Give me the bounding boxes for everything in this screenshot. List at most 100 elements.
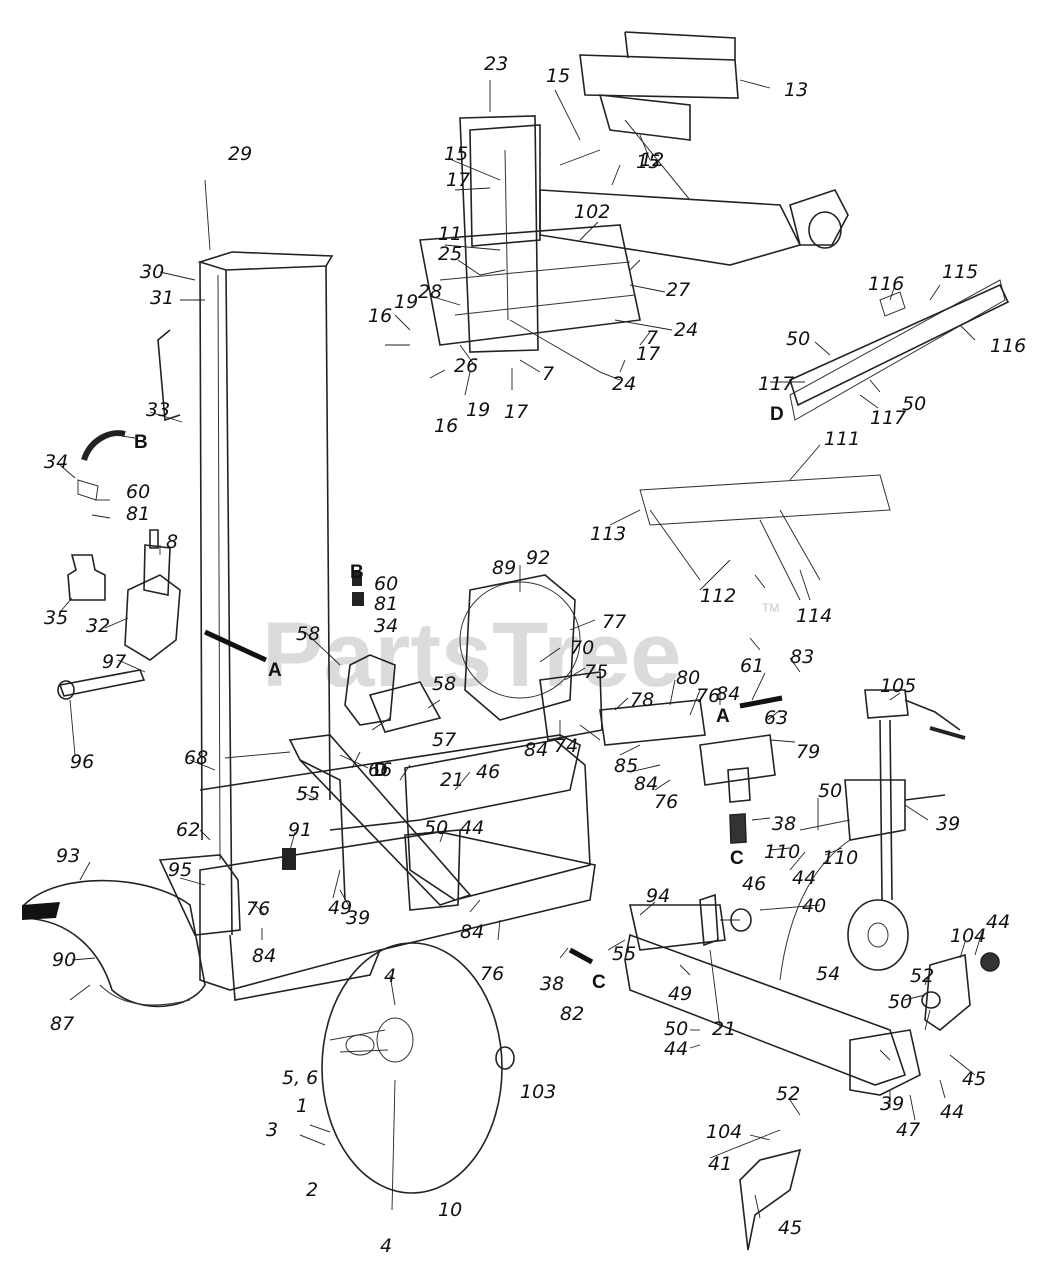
part-number-label: 55 xyxy=(612,943,636,965)
part-number-label: 90 xyxy=(52,949,76,971)
part-number-label: 38 xyxy=(540,973,564,995)
part-number-label: 62 xyxy=(176,819,200,841)
part-number-label: 61 xyxy=(740,655,764,677)
wheel xyxy=(299,942,515,1211)
part-number-label: 60 xyxy=(374,573,398,595)
part-number-label: 81 xyxy=(126,503,150,525)
part-number-label: 10 xyxy=(438,1199,462,1221)
part-number-label: 2 xyxy=(306,1179,318,1201)
part-number-label: 33 xyxy=(146,399,170,421)
fender xyxy=(22,879,206,1008)
part-number-label: 104 xyxy=(950,925,986,947)
part-number-label: 117 xyxy=(758,373,794,395)
part-number-label: 60 xyxy=(126,481,150,503)
upper-arm xyxy=(789,283,1010,407)
part-number-label: 30 xyxy=(140,261,164,283)
part-number-label: 45 xyxy=(962,1068,986,1090)
tow-tongue xyxy=(624,893,1000,1251)
part-number-label: 17 xyxy=(636,343,660,365)
part-number-label: 1 xyxy=(296,1095,308,1117)
part-number-label: 46 xyxy=(742,873,766,895)
part-number-label: 113 xyxy=(590,523,626,545)
part-number-label: 21 xyxy=(712,1018,736,1040)
part-number-label: 84 xyxy=(716,683,740,705)
part-number-label: 39 xyxy=(346,907,370,929)
part-number-label: 76 xyxy=(654,791,678,813)
part-number-label: 44 xyxy=(986,911,1010,933)
part-number-label: 52 xyxy=(910,965,934,987)
part-number-label: 44 xyxy=(792,867,816,889)
part-number-label: 21 xyxy=(440,769,464,791)
callout-letter-a: A xyxy=(268,660,282,681)
callout-letter-c: C xyxy=(592,972,606,993)
part-number-label: 63 xyxy=(764,707,788,729)
part-number-label: 25 xyxy=(438,243,462,265)
jack-stand xyxy=(779,689,966,981)
part-number-label: 50 xyxy=(664,1018,688,1040)
part-number-label: 104 xyxy=(706,1121,742,1143)
part-number-label: 35 xyxy=(44,607,68,629)
callout-letter-a: A xyxy=(716,706,730,727)
part-number-label: 96 xyxy=(70,751,94,773)
part-number-label: 77 xyxy=(602,611,626,633)
part-number-label: 44 xyxy=(664,1038,688,1060)
part-number-label: 116 xyxy=(868,273,904,295)
part-number-label: 17 xyxy=(504,401,528,423)
part-number-label: 70 xyxy=(570,637,594,659)
part-number-label: 83 xyxy=(790,646,814,668)
part-number-label: 4 xyxy=(384,965,396,987)
part-number-label: 89 xyxy=(492,557,516,579)
part-number-label: 93 xyxy=(56,845,80,867)
callout-letter-b: B xyxy=(350,562,364,583)
part-number-label: 84 xyxy=(524,739,548,761)
part-number-label: 49 xyxy=(668,983,692,1005)
part-number-label: 85 xyxy=(614,755,638,777)
part-number-label: 84 xyxy=(252,945,276,967)
part-number-label: 82 xyxy=(560,1003,584,1025)
stroke-limiter xyxy=(629,259,1006,601)
part-number-label: 78 xyxy=(630,689,654,711)
part-number-label: 76 xyxy=(246,898,270,920)
part-number-label: 12 xyxy=(640,149,664,171)
part-number-label: 46 xyxy=(476,761,500,783)
callout-letter-d: D xyxy=(770,404,784,425)
part-number-label: 115 xyxy=(942,261,978,283)
wedge-assembly xyxy=(419,31,849,381)
part-number-label: 19 xyxy=(466,399,490,421)
part-number-label: 45 xyxy=(778,1217,802,1239)
part-number-label: 4 xyxy=(380,1235,392,1257)
part-number-label: 58 xyxy=(432,673,456,695)
part-number-label: 11 xyxy=(438,223,462,245)
callout-letter-b: B xyxy=(134,432,148,453)
part-number-label: 79 xyxy=(796,741,820,763)
part-number-label: 7 xyxy=(542,363,554,385)
part-number-label: 54 xyxy=(816,963,840,985)
part-number-label: 15 xyxy=(546,65,570,87)
part-number-label: 110 xyxy=(764,841,800,863)
part-number-label: 40 xyxy=(802,895,826,917)
part-number-label: 84 xyxy=(460,921,484,943)
part-number-label: 66 xyxy=(368,759,392,781)
part-number-label: 50 xyxy=(424,817,448,839)
part-number-label: 26 xyxy=(454,355,478,377)
part-number-label: 7 xyxy=(646,327,658,349)
part-number-label: 17 xyxy=(446,169,470,191)
part-number-label: 34 xyxy=(374,615,398,637)
hydraulic-hose-a xyxy=(203,629,268,663)
part-number-label: 92 xyxy=(526,547,550,569)
part-number-label: 15 xyxy=(636,151,660,173)
part-number-label: 103 xyxy=(520,1081,556,1103)
part-number-label: 76 xyxy=(696,685,720,707)
control-valve xyxy=(57,329,181,700)
part-number-label: 39 xyxy=(936,813,960,835)
fitting-b xyxy=(352,572,362,586)
leader-lines xyxy=(59,79,983,1219)
part-number-label: 38 xyxy=(772,813,796,835)
part-number-label: 112 xyxy=(700,585,736,607)
part-number-label: 49 xyxy=(328,897,352,919)
part-number-label: 13 xyxy=(784,79,808,101)
part-number-label: 19 xyxy=(394,291,418,313)
part-number-label: 15 xyxy=(444,143,468,165)
